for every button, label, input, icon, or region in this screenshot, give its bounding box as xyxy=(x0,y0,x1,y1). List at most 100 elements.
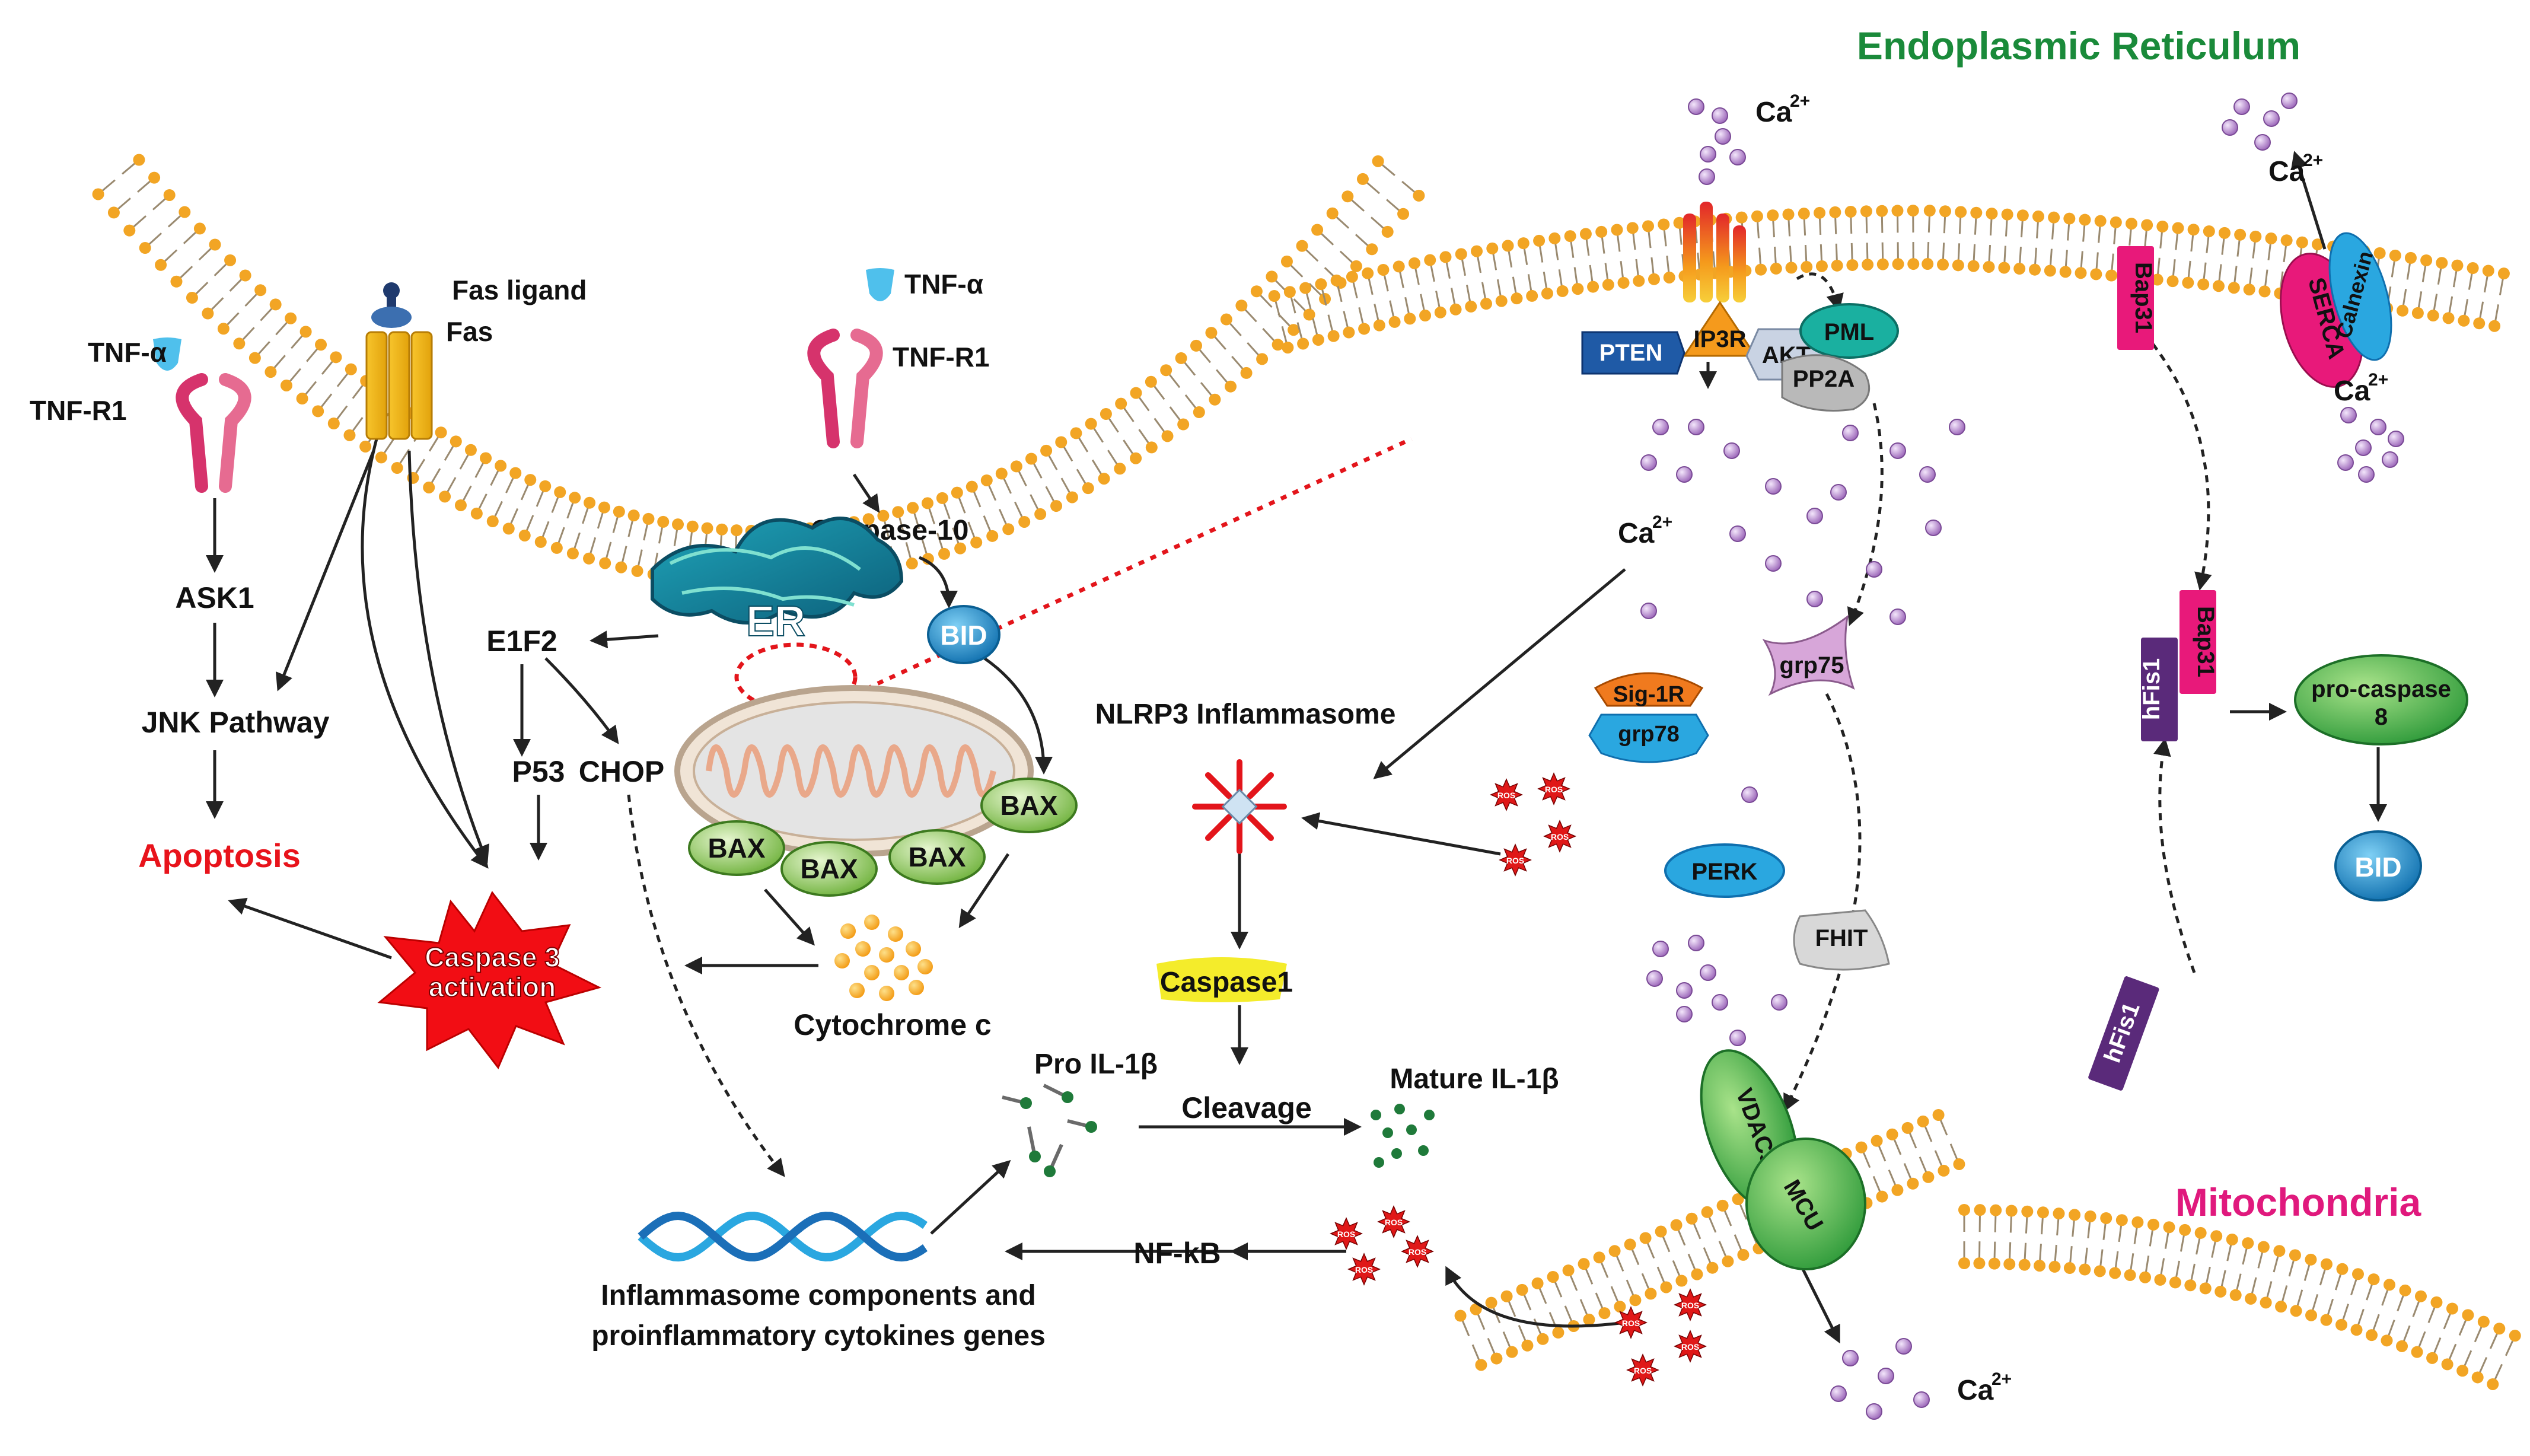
caspase3-label-line1: Caspase 3 xyxy=(425,942,560,973)
mature-il1b-molecule xyxy=(1406,1124,1417,1135)
calcium-ion xyxy=(1700,965,1716,980)
svg-text:Ca: Ca xyxy=(1618,518,1655,549)
genes-label-line1: Inflammasome components and xyxy=(601,1280,1035,1311)
calcium-ion xyxy=(1866,1404,1882,1419)
calcium-ion xyxy=(1653,941,1668,957)
fhit-label: FHIT xyxy=(1815,925,1868,951)
svg-text:ROS: ROS xyxy=(1497,791,1515,800)
svg-text:ROS: ROS xyxy=(1409,1247,1426,1257)
calcium-ion xyxy=(1688,99,1704,114)
mature-il1b-label: Mature IL-1β xyxy=(1390,1063,1559,1095)
svg-text:ROS: ROS xyxy=(1551,832,1569,842)
fas-label: Fas xyxy=(446,316,493,347)
cytochrome-c-molecule xyxy=(879,986,894,1001)
svg-text:ROS: ROS xyxy=(1634,1366,1652,1375)
pp2a-label: PP2A xyxy=(1793,366,1855,392)
chop-label: CHOP xyxy=(579,755,664,788)
calcium-ion xyxy=(1890,443,1906,458)
procaspase8-label-line2: 8 xyxy=(2375,704,2388,730)
calcium-ion xyxy=(1653,419,1668,435)
grp75-label: grp75 xyxy=(1780,652,1844,678)
mature-il1b-molecules xyxy=(1371,1104,1435,1168)
calcium-ion xyxy=(2282,93,2297,109)
fas-ligand-label: Fas ligand xyxy=(452,275,587,305)
cytochrome-c-molecule xyxy=(855,941,871,957)
flow-arrow xyxy=(931,1162,1008,1234)
bax-label: BAX xyxy=(908,842,966,872)
calcium-ion xyxy=(1914,1392,1929,1407)
cytochrome-c-molecule xyxy=(888,926,903,942)
tnf-alpha-mid-icon xyxy=(866,268,894,301)
ca-label-top: Ca 2+ xyxy=(1755,91,1810,128)
fas-ligand-icon xyxy=(371,282,412,328)
er-region-title: Endoplasmic Reticulum xyxy=(1857,24,2300,68)
cytochrome-c-molecule xyxy=(917,959,933,974)
calcium-ion xyxy=(1712,108,1728,123)
caspase3-label-line2: activation xyxy=(429,971,556,1002)
ip3r-label: IP3R xyxy=(1694,326,1747,352)
flow-arrow xyxy=(1803,1269,1838,1340)
calcium-ion xyxy=(1700,146,1716,162)
calcium-ion xyxy=(1890,609,1906,625)
calcium-ion xyxy=(2388,431,2404,447)
ros-molecule: ROS xyxy=(1615,1307,1646,1338)
calcium-ion xyxy=(1647,971,1662,986)
cytochrome-c-cluster xyxy=(834,915,933,1001)
calcium-ion xyxy=(1712,995,1728,1010)
calcium-ion xyxy=(2359,467,2374,482)
bap31-mid-label: Bap31 xyxy=(2193,606,2219,677)
calcium-ion xyxy=(1866,562,1882,577)
calcium-ion xyxy=(2382,452,2398,467)
cytochrome-c-label: Cytochrome c xyxy=(794,1008,991,1041)
calcium-ion xyxy=(1742,787,1757,802)
bid-right-label: BID xyxy=(2354,852,2401,882)
calcium-ion xyxy=(2264,111,2279,126)
cytochrome-c-molecule xyxy=(879,947,894,963)
pro-il1b-molecule xyxy=(1044,1085,1073,1103)
calcium-ion xyxy=(1677,983,1692,998)
calcium-ion xyxy=(1949,419,1965,435)
nlrp3-inflammasome-icon xyxy=(1195,762,1284,851)
ros-molecule: ROS xyxy=(1675,1331,1706,1362)
svg-text:ROS: ROS xyxy=(1681,1301,1699,1310)
svg-text:2+: 2+ xyxy=(1790,91,1810,111)
e1f2-label: E1F2 xyxy=(486,625,557,658)
mature-il1b-molecule xyxy=(1374,1157,1384,1168)
svg-text:Ca: Ca xyxy=(2268,156,2305,187)
cytochrome-c-molecule xyxy=(894,965,909,980)
flow-arrow xyxy=(362,439,486,866)
calcium-ion xyxy=(1677,1006,1692,1022)
calcium-ion xyxy=(1730,526,1745,541)
flow-arrow xyxy=(1785,694,1860,1109)
pro-il1b-molecule xyxy=(1002,1097,1032,1109)
ca-label-serca-top: Ca 2+ xyxy=(2268,151,2323,187)
svg-text:Ca: Ca xyxy=(1755,97,1792,128)
er-zoom-indicator xyxy=(842,439,1411,700)
calcium-ion xyxy=(1688,419,1704,435)
flow-arrow xyxy=(2153,344,2209,587)
ca-label-mid: Ca 2+ xyxy=(1618,512,1672,549)
perk-label: PERK xyxy=(1691,859,1757,885)
svg-text:ROS: ROS xyxy=(1681,1342,1699,1352)
nfkb-label: NF-kB xyxy=(1133,1237,1221,1270)
flow-arrow xyxy=(919,557,949,605)
svg-text:2+: 2+ xyxy=(2368,370,2388,390)
svg-text:ROS: ROS xyxy=(1385,1218,1403,1227)
tnfr1-left-receptor-icon xyxy=(182,380,244,486)
tnf-alpha-left-label: TNF-α xyxy=(88,337,167,368)
pro-il1b-molecule xyxy=(1068,1121,1097,1133)
flow-arrow xyxy=(854,474,878,510)
ros-molecule: ROS xyxy=(1544,821,1575,852)
calcium-ion xyxy=(1688,935,1704,951)
tnfr1-mid-receptor-icon xyxy=(814,335,876,442)
cytochrome-c-molecule xyxy=(849,983,865,998)
cytochrome-c-molecule xyxy=(909,980,924,995)
calcium-ion xyxy=(1843,1350,1858,1366)
cytochrome-c-molecule xyxy=(834,953,850,968)
calcium-ion xyxy=(2338,455,2353,470)
pro-il1b-molecules xyxy=(1002,1085,1097,1177)
mito-membrane xyxy=(1455,1109,2521,1390)
calcium-ion xyxy=(1831,485,1846,500)
